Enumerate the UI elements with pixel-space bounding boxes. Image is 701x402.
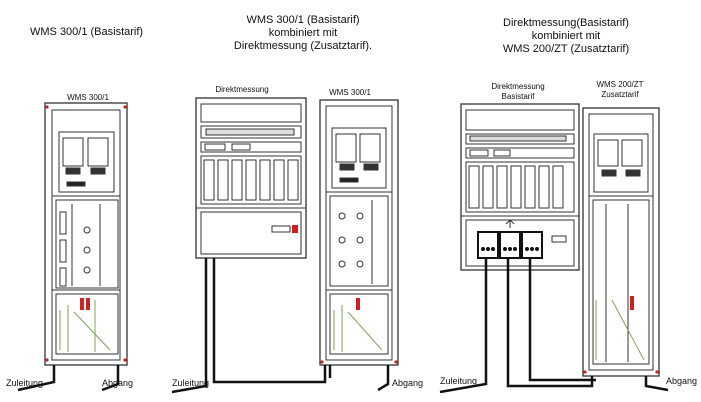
- group1-title: WMS 300/1 (Basistarif): [30, 26, 144, 38]
- wire-out-label-group2: Abgang: [392, 378, 424, 388]
- cabinet-label-wms200zt-right: WMS 200/ZT Zusatztarif: [596, 80, 644, 99]
- cabinet-label-wms300-left: WMS 300/1: [67, 93, 109, 102]
- cabinet-direktmessung-right: [460, 103, 580, 271]
- group2-title: WMS 300/1 (Basistarif) kombiniert mit Di…: [233, 14, 373, 53]
- cabinet-label-direktmessung-mid: Direktmessung: [215, 85, 269, 94]
- cable-group3: [439, 258, 669, 394]
- cabinet-label-direktmessung-right: Direktmessung Basistarif: [491, 82, 545, 101]
- cable-group1: [17, 365, 120, 392]
- wire-in-label-group2: Zuleitung: [172, 378, 210, 388]
- group3-title: Direktmessung(Basistarif) kombiniert mit…: [502, 17, 630, 56]
- cable-group2: [171, 258, 390, 394]
- wire-in-label-group3: Zuleitung: [440, 376, 478, 386]
- cabinet-label-wms300-mid: WMS 300/1: [329, 88, 371, 97]
- cabinet-wms300-left: [44, 102, 128, 366]
- cabinet-direktmessung-mid: [195, 97, 307, 259]
- wire-in-label-group1: Zuleitung: [6, 378, 44, 388]
- cabinet-wms200zt-right: [582, 107, 660, 377]
- wire-out-label-group1: Abgang: [102, 378, 134, 388]
- wire-out-label-group3: Abgang: [666, 376, 698, 386]
- cabinet-wms300-mid: [319, 99, 399, 366]
